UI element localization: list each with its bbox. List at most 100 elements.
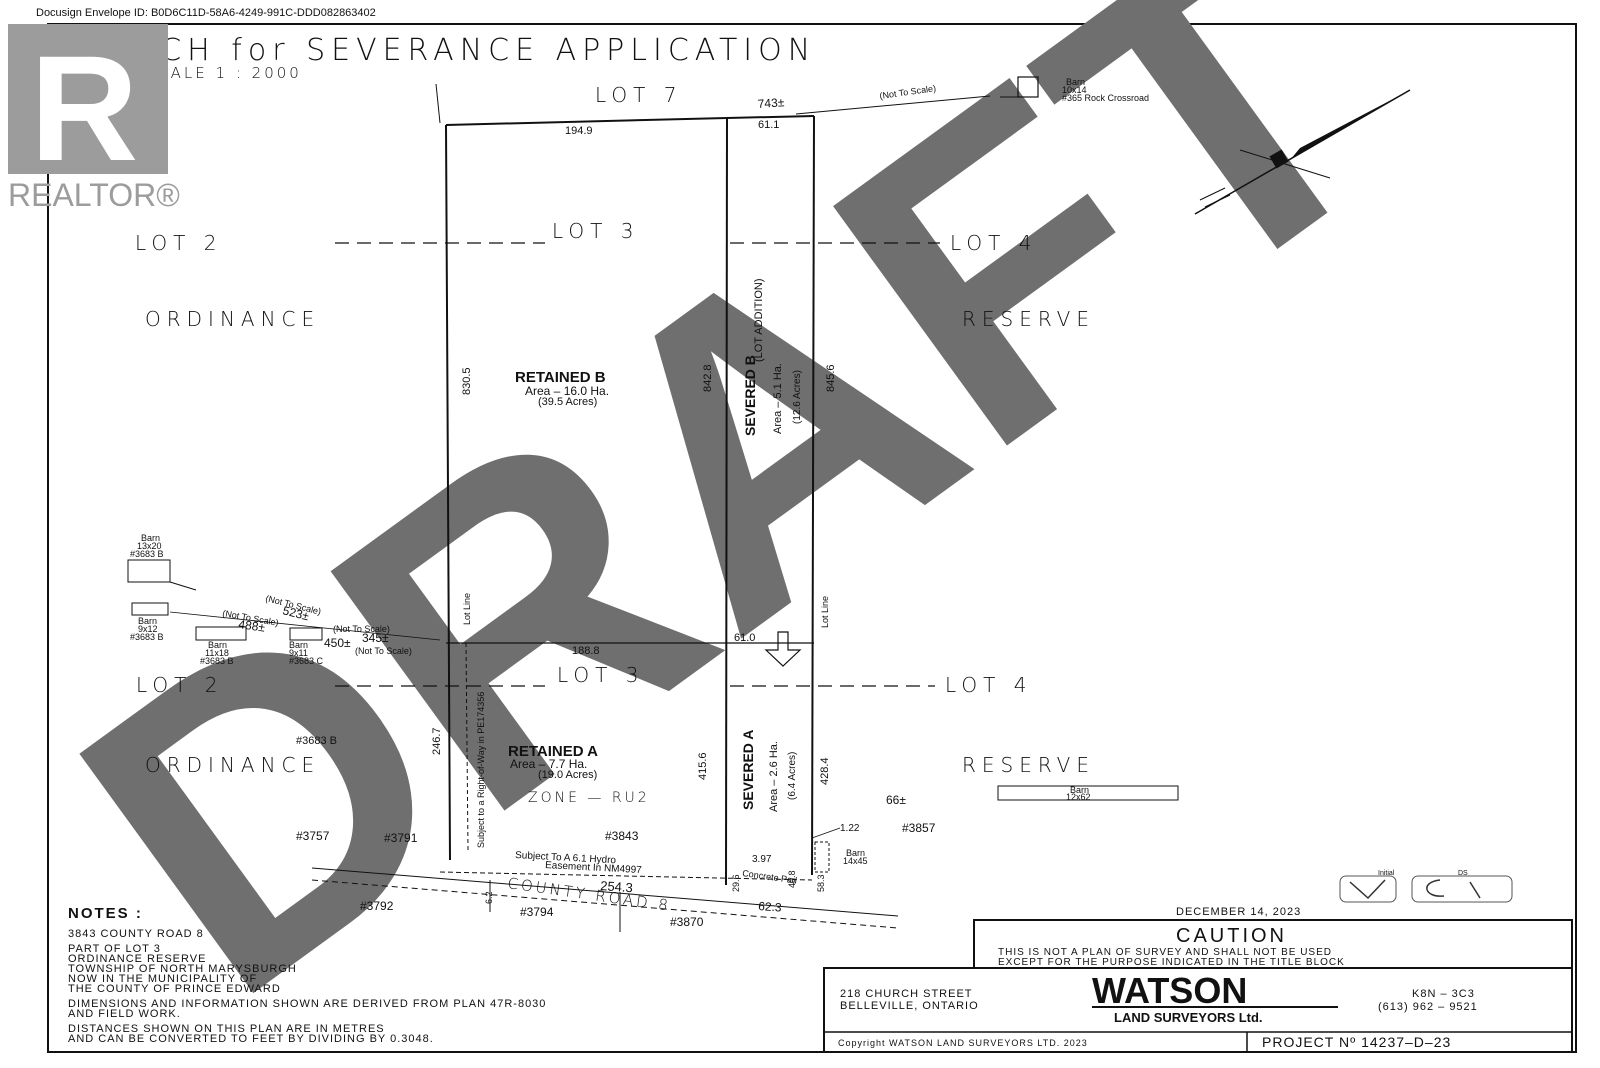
parcel-severed-a: SEVERED A Area – 2.6 Ha. (6.4 Acres) xyxy=(740,730,798,812)
right-of-way-note: Subject to a Right-of-Way in PE174356 xyxy=(476,692,486,848)
barn-left-2: Barn 9x12 #3683 B xyxy=(130,602,169,642)
barn-left-4: Barn 9x11 #3683 C xyxy=(289,627,324,666)
dim-29-6: 29.6 xyxy=(731,874,741,892)
svg-text:Barn: Barn xyxy=(846,848,865,858)
dim-top-left: 194.9 xyxy=(565,125,593,137)
address-3857: #3857 xyxy=(902,821,936,835)
dim-mid-right: 61.0 xyxy=(734,632,755,644)
svg-text:Area – 7.7 Ha.: Area – 7.7 Ha. xyxy=(510,757,587,771)
dim-6-2: 6.2 xyxy=(484,891,494,904)
svg-text:14x45: 14x45 xyxy=(843,856,868,866)
svg-text:DIMENSIONS AND INFORMATION SHO: DIMENSIONS AND INFORMATION SHOWN ARE DER… xyxy=(68,998,546,1010)
svg-text:9x11: 9x11 xyxy=(289,648,308,658)
parcel-boundaries xyxy=(445,115,815,886)
barn-right-mid: Barn 12x62 xyxy=(997,785,1179,802)
svg-text:LOT 4: LOT 4 xyxy=(945,673,1032,697)
svg-text:Area – 2.6 Ha.: Area – 2.6 Ha. xyxy=(768,741,780,812)
ordinance-lower: ORDINANCE xyxy=(145,753,320,777)
caution-heading: CAUTION xyxy=(1176,925,1287,947)
svg-text:12x62: 12x62 xyxy=(1066,792,1091,802)
svg-text:(19.0 Acres): (19.0 Acres) xyxy=(538,769,597,781)
distance-743: 743± xyxy=(757,95,785,111)
copyright: Copyright WATSON LAND SURVEYORS LTD. 202… xyxy=(838,1038,1088,1048)
svg-text:ORDINANCE RESERVE: ORDINANCE RESERVE xyxy=(68,953,206,965)
svg-text:#3683 B: #3683 B xyxy=(130,549,164,559)
svg-text:10x14: 10x14 xyxy=(1062,85,1087,95)
svg-text:EXCEPT FOR THE PURPOSE INDICAT: EXCEPT FOR THE PURPOSE INDICATED IN THE … xyxy=(998,957,1345,968)
dim-road-right: 62.3 xyxy=(758,899,783,915)
dim-road-left: 254.3 xyxy=(600,878,634,895)
svg-text:NOTES :: NOTES : xyxy=(68,905,143,922)
dim-1-22: 1.22 xyxy=(840,823,860,834)
svg-text:LOT 3: LOT 3 xyxy=(552,219,639,243)
svg-text:Barn: Barn xyxy=(141,533,160,543)
distance-450: 450± xyxy=(324,636,351,650)
svg-text:LOT 2: LOT 2 xyxy=(135,231,222,255)
north-arrow-icon xyxy=(1194,89,1411,215)
svg-text:#3683 C: #3683 C xyxy=(289,656,324,666)
svg-text:#3683 B: #3683 B xyxy=(200,656,234,666)
dim-40-8: 40.8 xyxy=(787,870,797,888)
svg-text:9x12: 9x12 xyxy=(138,624,158,634)
lot-7-label: LOT 7 xyxy=(595,83,682,107)
realtor-logo-letter: R xyxy=(30,24,138,192)
title-block: DECEMBER 14, 2023 CAUTION THIS IS NOT A … xyxy=(823,906,1573,1053)
barn-left-3: Barn 11x18 #3683 B xyxy=(195,626,247,666)
dim-58-3: 58.3 xyxy=(816,874,826,892)
parcel-retained-b: RETAINED B Area – 16.0 Ha. (39.5 Acres) xyxy=(515,369,609,408)
svg-text:AND CAN BE CONVERTED TO FEET B: AND CAN BE CONVERTED TO FEET BY DIVIDING… xyxy=(68,1033,434,1045)
svg-text:DS: DS xyxy=(1458,870,1468,877)
reserve-upper: RESERVE xyxy=(962,307,1095,331)
svg-text:LOT 2: LOT 2 xyxy=(136,673,223,697)
parcel-severed-b: SEVERED B (LOT ADDITION) Area – 5.1 Ha. … xyxy=(742,278,803,436)
svg-text:(6.4 Acres): (6.4 Acres) xyxy=(787,752,798,800)
svg-text:AND FIELD WORK.: AND FIELD WORK. xyxy=(68,1008,181,1020)
project-number: PROJECT Nº 14237–D–23 xyxy=(1262,1034,1451,1050)
svg-text:ZONE — RU2: ZONE — RU2 xyxy=(528,790,650,806)
realtor-logo: R REALTOR® xyxy=(8,24,180,213)
notes-block: NOTES : 3843 COUNTY ROAD 8 PART OF LOT 3… xyxy=(68,905,546,1045)
barn-left-1: Barn 13x20 #3683 B xyxy=(127,533,197,591)
svg-text:THE COUNTY OF PRINCE EDWARD: THE COUNTY OF PRINCE EDWARD xyxy=(68,983,281,995)
dim-right-b: 845.6 xyxy=(825,364,837,392)
realtor-logo-text: REALTOR® xyxy=(8,177,180,213)
dim-66: 66± xyxy=(886,793,906,807)
svg-text:DISTANCES SHOWN ON THIS PLAN A: DISTANCES SHOWN ON THIS PLAN ARE IN METR… xyxy=(68,1023,385,1035)
initials-box: Initial DS xyxy=(1339,870,1513,903)
svg-text:Area – 16.0 Ha.: Area – 16.0 Ha. xyxy=(525,384,609,398)
svg-text:LAND SURVEYORS Ltd.: LAND SURVEYORS Ltd. xyxy=(1114,1010,1263,1025)
svg-text:(LOT ADDITION): (LOT ADDITION) xyxy=(753,278,765,362)
ordinance-upper: ORDINANCE xyxy=(145,307,320,331)
svg-text:Initial: Initial xyxy=(1378,870,1395,877)
svg-text:(613) 962 – 9521: (613) 962 – 9521 xyxy=(1378,1001,1478,1013)
hydro-note-2: Easement In NM4997 xyxy=(545,860,643,876)
svg-text:THIS IS NOT A PLAN OF SURVEY A: THIS IS NOT A PLAN OF SURVEY AND SHALL N… xyxy=(998,947,1332,958)
not-to-scale-450: (Not To Scale) xyxy=(355,646,412,656)
svg-text:(39.5 Acres): (39.5 Acres) xyxy=(538,396,597,408)
brokerage-watermark: HARVEY KALLES REAL ESTATE LTD., Brokerag… xyxy=(482,1008,933,1030)
svg-text:PART OF LOT 3: PART OF LOT 3 xyxy=(68,943,161,955)
barn-right-low: Barn 14x45 xyxy=(814,841,868,873)
svg-text:SEVERED A: SEVERED A xyxy=(740,730,756,810)
hydro-note-1: Subject To A 6.1 Hydro xyxy=(515,850,617,866)
address-3843: #3843 xyxy=(605,829,639,843)
lot-line-lower: LOT 2 LOT 3 LOT 4 xyxy=(136,663,1032,697)
lot-line-label-left: Lot Line xyxy=(462,593,472,625)
svg-text:218 CHURCH STREET: 218 CHURCH STREET xyxy=(840,988,973,1000)
svg-text:Area – 5.1 Ha.: Area – 5.1 Ha. xyxy=(772,363,784,434)
lot-line-label-right: Lot Line xyxy=(820,596,830,628)
svg-text:Barn: Barn xyxy=(1066,77,1085,87)
svg-text:LOT 3: LOT 3 xyxy=(557,663,644,687)
drawing-frame xyxy=(47,23,1577,1053)
address-3792: #3792 xyxy=(360,899,394,913)
barn-top-right: Barn 10x14 #365 Rock Crossroad xyxy=(1000,76,1149,103)
distance-345: 345± xyxy=(362,631,389,645)
realtor-logo-box xyxy=(8,24,168,174)
address-3794: #3794 xyxy=(520,905,554,919)
envelope-id: Docusign Envelope ID: B0D6C11D-58A6-4249… xyxy=(36,7,376,19)
dim-top-right: 61.1 xyxy=(758,119,779,131)
plan-date: DECEMBER 14, 2023 xyxy=(1176,906,1301,918)
parcel-retained-a: RETAINED A Area – 7.7 Ha. (19.0 Acres) Z… xyxy=(508,743,650,806)
svg-text:K8N – 3C3: K8N – 3C3 xyxy=(1412,988,1475,1000)
